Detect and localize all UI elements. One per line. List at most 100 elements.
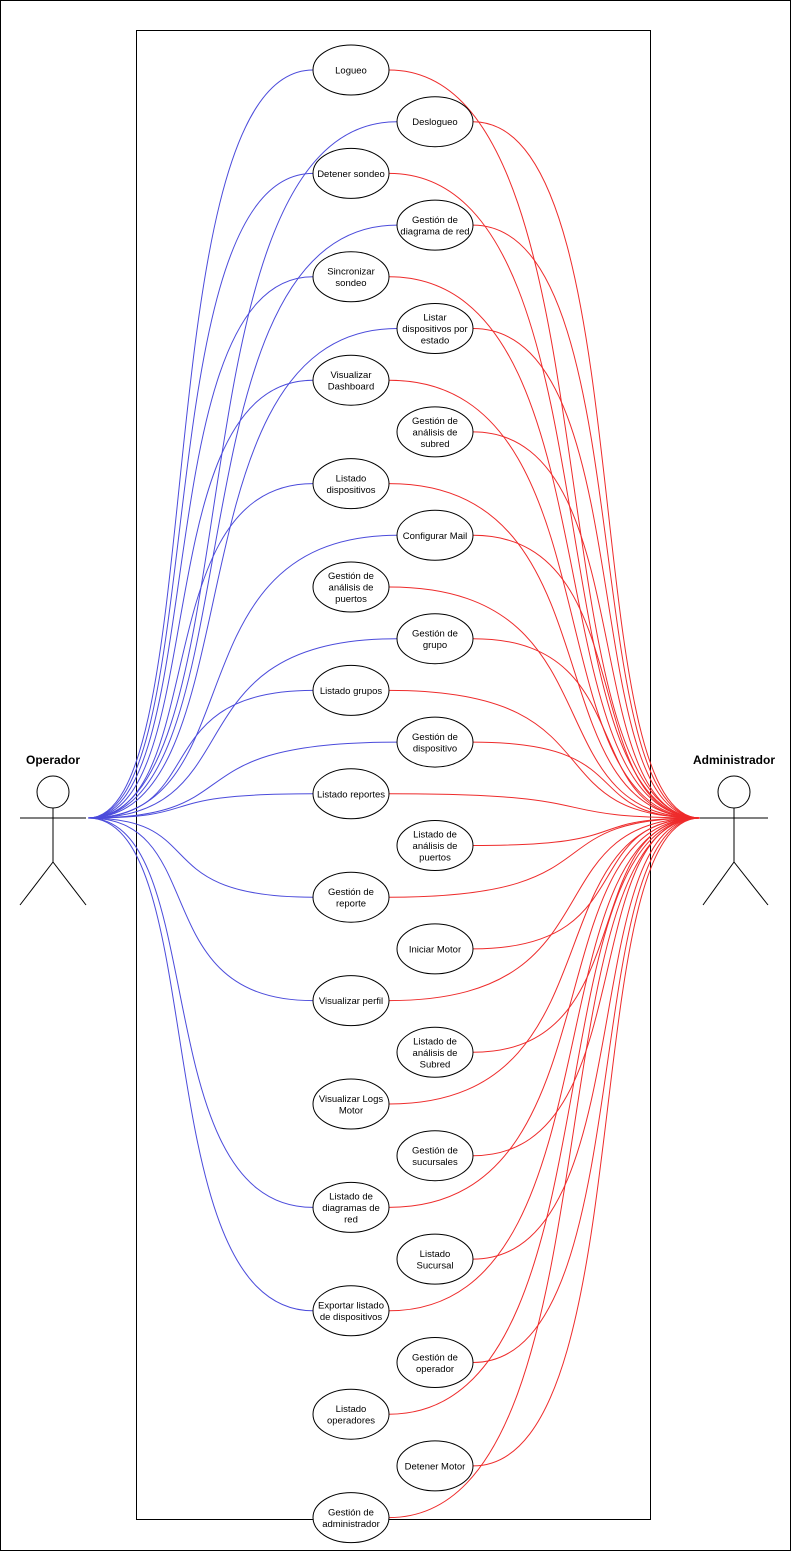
use-case-ellipse xyxy=(312,1388,390,1440)
use-case-label: administrador xyxy=(322,1519,380,1530)
operator-association-sincronizar-sondeo xyxy=(87,276,314,819)
admin-association-detener-sondeo xyxy=(388,172,701,819)
use-case-logueo[interactable]: Logueo xyxy=(312,44,390,96)
use-case-ellipse xyxy=(396,509,474,561)
operator-association-gestion-grupo xyxy=(87,638,398,819)
admin-left-leg xyxy=(702,861,735,906)
use-case-label: Visualizar xyxy=(330,370,371,381)
use-case-label: Visualizar Logs xyxy=(319,1094,384,1105)
use-case-ellipse xyxy=(312,768,390,820)
admin-association-listado-operadores xyxy=(388,817,701,1415)
use-case-ellipse xyxy=(396,96,474,148)
use-case-label: análisis de xyxy=(413,1048,458,1059)
use-case-label: puertos xyxy=(335,594,367,605)
use-case-label: Gestión de xyxy=(328,571,374,582)
use-case-ellipse xyxy=(396,303,474,354)
use-case-label: dispositivo xyxy=(413,743,457,754)
use-case-label: dispositivos por xyxy=(402,324,467,335)
use-case-label: diagrama de red xyxy=(400,226,469,237)
use-case-label: Listado xyxy=(336,1404,367,1415)
operator-right-leg xyxy=(52,861,87,906)
use-case-label: Gestión de xyxy=(412,416,458,427)
use-case-visualizar-perfil[interactable]: Visualizar perfil xyxy=(312,975,390,1027)
use-case-ellipse xyxy=(396,820,474,871)
use-case-label: reporte xyxy=(336,898,366,909)
admin-association-logueo xyxy=(388,69,701,819)
use-case-label: Gestión de xyxy=(328,887,374,898)
admin-association-gestion-analisis-puertos xyxy=(388,586,701,819)
admin-association-configurar-mail xyxy=(472,534,701,819)
use-case-label: Logueo xyxy=(335,66,367,77)
use-case-label: puertos xyxy=(419,853,451,864)
admin-association-listado-grupos xyxy=(388,689,701,819)
use-case-label: Listado de xyxy=(329,1191,373,1202)
use-case-ellipse xyxy=(396,1026,474,1078)
use-case-listado-grupos[interactable]: Listado grupos xyxy=(312,664,390,716)
use-case-detener-sondeo[interactable]: Detener sondeo xyxy=(312,147,390,199)
operator-actor[interactable]: Operador xyxy=(19,753,87,906)
admin-association-gestion-diagrama-red xyxy=(472,224,701,819)
use-case-detener-motor[interactable]: Detener Motor xyxy=(396,1440,474,1492)
use-case-label: Deslogueo xyxy=(412,117,457,128)
use-case-deslogueo[interactable]: Deslogueo xyxy=(396,96,474,148)
use-case-ellipse xyxy=(396,1233,474,1285)
use-case-ellipse xyxy=(312,1285,390,1337)
use-case-ellipse xyxy=(396,1440,474,1492)
use-case-listado-reportes[interactable]: Listado reportes xyxy=(312,768,390,820)
use-case-ellipse xyxy=(312,561,390,613)
use-case-ellipse xyxy=(312,458,390,510)
admin-association-gestion-operador xyxy=(472,817,701,1363)
operator-head xyxy=(36,775,70,809)
use-case-configurar-mail[interactable]: Configurar Mail xyxy=(396,509,474,561)
operator-association-deslogueo xyxy=(87,121,398,819)
use-case-ellipse xyxy=(396,613,474,665)
use-case-ellipse xyxy=(396,1337,474,1388)
use-case-label: Gestión de xyxy=(412,1352,458,1363)
use-case-label: subred xyxy=(420,439,449,450)
use-case-label: Listado xyxy=(336,473,367,484)
use-case-ellipse xyxy=(312,1181,390,1233)
use-case-label: Configurar Mail xyxy=(403,531,467,542)
use-case-label: Listado reportes xyxy=(317,789,385,800)
use-case-ellipse xyxy=(312,251,390,303)
use-case-label: estado xyxy=(421,336,450,347)
admin-association-gestion-administrador xyxy=(388,817,701,1519)
use-case-label: Listar xyxy=(423,313,446,324)
admin-association-detener-motor xyxy=(472,817,701,1467)
admin-association-iniciar-motor xyxy=(472,817,701,950)
use-case-ellipse xyxy=(396,716,474,768)
operator-association-logueo xyxy=(87,69,314,819)
admin-label: Administrador xyxy=(693,753,775,767)
use-case-label: Detener sondeo xyxy=(317,169,385,180)
admin-association-listado-reportes xyxy=(388,793,701,819)
system-boundary xyxy=(136,30,651,1520)
admin-association-gestion-reporte xyxy=(388,817,701,898)
admin-actor[interactable]: Administrador xyxy=(693,753,775,906)
admin-association-listado-sucursal xyxy=(472,817,701,1260)
admin-association-listado-dispositivos xyxy=(388,483,701,819)
use-case-ellipse xyxy=(396,406,474,458)
use-case-iniciar-motor[interactable]: Iniciar Motor xyxy=(396,923,474,975)
